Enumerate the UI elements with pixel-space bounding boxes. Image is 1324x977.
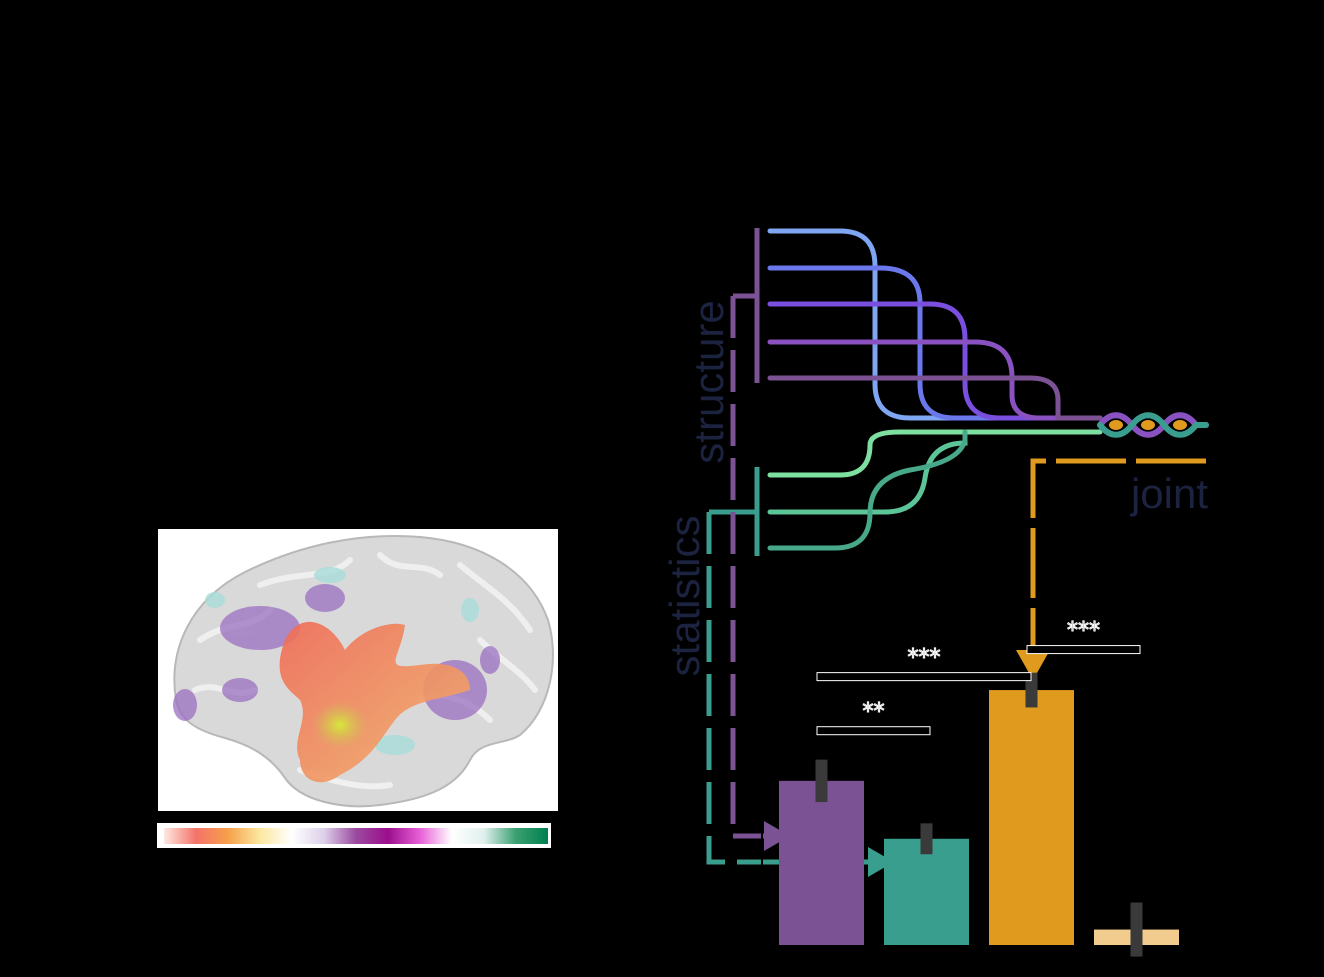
braid-knots xyxy=(1109,420,1187,430)
colorbar xyxy=(157,823,551,848)
braid-teal xyxy=(1097,412,1209,438)
statistics-strand-1 xyxy=(767,429,1103,478)
joint-connector xyxy=(1030,458,1206,652)
statistics-arrowhead xyxy=(868,847,894,877)
statistics-strands xyxy=(767,429,1103,551)
braid-purple xyxy=(1097,412,1209,438)
structure-connector xyxy=(730,296,770,839)
error-bar-statistics xyxy=(920,823,933,855)
structure-strands xyxy=(767,228,1103,421)
bar-chart: ******** xyxy=(761,618,1200,957)
joint-arrowhead xyxy=(1016,650,1050,680)
structure-arrowhead xyxy=(764,821,790,851)
error-bar-structure xyxy=(815,759,828,803)
joint-label: joint xyxy=(1129,470,1208,517)
error-bar-baseline xyxy=(1130,902,1143,957)
brain-overlay-yellow xyxy=(312,701,368,749)
significance-label: *** xyxy=(908,646,941,671)
statistics-strand-3 xyxy=(767,429,968,551)
brain-panel xyxy=(158,529,558,811)
statistics-strand-2 xyxy=(767,437,968,515)
structure-strand-3 xyxy=(767,301,1103,421)
structure-strand-5 xyxy=(767,375,1103,421)
joint-braid xyxy=(1097,412,1209,438)
structure-strand-1 xyxy=(767,228,1103,421)
error-bar-joint xyxy=(1025,672,1038,708)
statistics-label: statistics xyxy=(661,515,708,676)
significance-label: *** xyxy=(1067,619,1100,644)
structure-label: structure xyxy=(685,300,732,463)
significance-label: ** xyxy=(863,700,885,725)
bar-joint xyxy=(989,690,1074,945)
significance-bracket xyxy=(816,672,1032,682)
significance-bracket xyxy=(1026,645,1141,655)
structure-bracket xyxy=(733,228,760,383)
colorbar-gradient xyxy=(164,828,548,844)
brain-overlay-cyan xyxy=(205,567,479,755)
bar-structure xyxy=(779,780,864,945)
bar-statistics xyxy=(884,838,969,945)
significance-bracket xyxy=(816,726,931,736)
